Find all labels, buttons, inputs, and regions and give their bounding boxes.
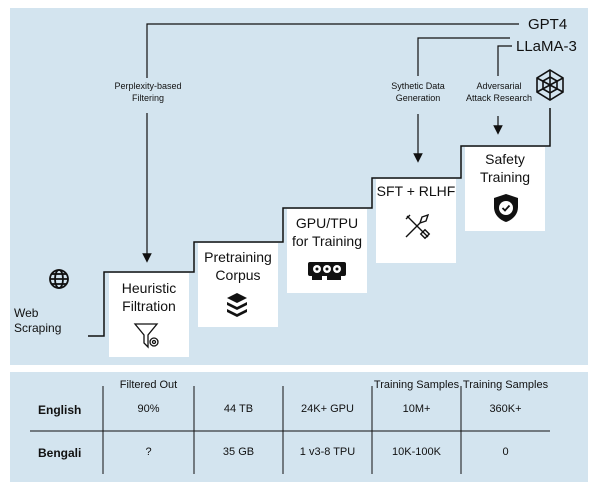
- llama-label: LLaMA-3: [516, 38, 577, 55]
- table-cell: 0: [502, 446, 509, 458]
- table-cell: 10K-100K: [392, 446, 441, 458]
- table-cell: 44 TB: [223, 403, 254, 415]
- gpt4-label: GPT4: [528, 16, 568, 33]
- staircase-outline: [88, 108, 551, 337]
- shield-check-icon: [494, 194, 518, 222]
- globe-icon: [49, 269, 69, 289]
- header-training-samples-2: Training Samples: [462, 379, 549, 391]
- data-table-panel: [10, 372, 588, 482]
- row-bengali-label: Bengali: [38, 446, 82, 460]
- tools-icon: [405, 213, 431, 240]
- layers-icon: [227, 293, 247, 317]
- step-sft-rlhf: SFT + RLHF: [376, 179, 456, 263]
- table-cell: 35 GB: [222, 446, 255, 458]
- table-cell: 10M+: [402, 403, 431, 415]
- header-training-samples: Training Samples: [373, 379, 460, 391]
- table-cell: 90%: [137, 403, 160, 415]
- llama-adversarial-connector: [497, 45, 512, 76]
- filter-gear-icon: [133, 323, 159, 349]
- row-english-label: English: [38, 403, 82, 417]
- step-title: SFT + RLHF: [376, 183, 456, 199]
- gpt4-connector: [146, 23, 519, 78]
- table-cell: ?: [145, 446, 152, 458]
- table-cell: 24K+ GPU: [301, 403, 354, 415]
- header-filtered-out: Filtered Out: [119, 379, 178, 391]
- table-cell: 360K+: [489, 403, 522, 415]
- neural-network-icon: [536, 69, 564, 101]
- table-cell: 1 v3-8 TPU: [299, 446, 356, 458]
- gpu-icon: [308, 262, 346, 280]
- llama-connector: [417, 37, 510, 76]
